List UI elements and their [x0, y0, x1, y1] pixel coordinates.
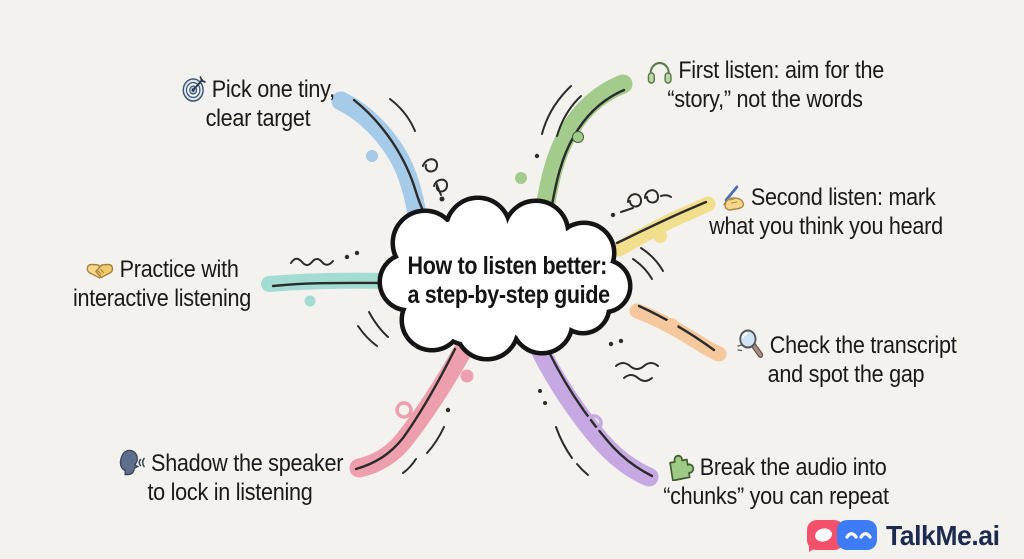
cloud-title-line2: a step-by-step guide: [407, 281, 611, 309]
doodle-dots: [304, 131, 678, 432]
label-line: Break the audio into: [699, 454, 887, 481]
label-line: Pick one tiny,: [211, 76, 335, 103]
label-line: clear target: [205, 104, 311, 132]
branch-label-first-listen: First listen: aim for the “story,” not t…: [630, 57, 900, 114]
brand-name: TalkMe.ai: [886, 519, 1000, 551]
headphones-icon: [647, 61, 672, 84]
brand-logo: TalkMe.ai: [806, 519, 1005, 552]
writing-hand-icon: [723, 185, 745, 211]
branch-label-practice: Practice with interactive listening: [59, 256, 266, 313]
branch-label-check-transcript: Check the transcript and spot the gap: [729, 329, 963, 389]
branch-label-chunk-audio: Break the audio into “chunks” you can re…: [655, 450, 898, 511]
cloud-title: How to listen better: a step-by-step gui…: [407, 252, 611, 310]
branch-yellow: [611, 196, 716, 257]
label-line: and spot the gap: [767, 360, 925, 388]
brand-logo-mark: [807, 520, 877, 552]
label-line: what you think you heard: [709, 212, 943, 240]
branch-teal: [261, 272, 394, 292]
label-line: Practice with: [119, 256, 239, 283]
branch-purple: [530, 340, 659, 487]
label-line: “chunks” you can repeat: [663, 482, 889, 510]
magnifier-icon: [737, 329, 764, 358]
label-line: interactive listening: [72, 284, 252, 312]
puzzle-icon: [669, 454, 695, 482]
branch-label-pick-target: Pick one tiny, clear target: [146, 75, 371, 133]
branch-green: [534, 74, 633, 223]
branch-label-second-listen: Second listen: mark what you think you h…: [709, 183, 943, 241]
branch-orange: [629, 303, 727, 362]
cloud-title-line1: How to listen better:: [407, 252, 608, 280]
branch-label-shadow-speaker: Shadow the speaker to lock in listening: [113, 449, 347, 507]
target-icon: [182, 76, 206, 102]
speaking-head-icon: [120, 449, 146, 476]
handshake-icon: [86, 263, 114, 279]
label-line: First listen: aim for the: [678, 57, 885, 84]
label-line: Shadow the speaker: [151, 450, 344, 477]
label-line: “story,” not the words: [667, 85, 863, 113]
label-line: Check the transcript: [769, 332, 957, 359]
doodle-strokes: [290, 85, 672, 476]
label-line: Second listen: mark: [750, 184, 936, 211]
central-cloud: [377, 195, 633, 362]
branch-pink: [349, 342, 472, 478]
label-line: to lock in listening: [147, 478, 313, 506]
